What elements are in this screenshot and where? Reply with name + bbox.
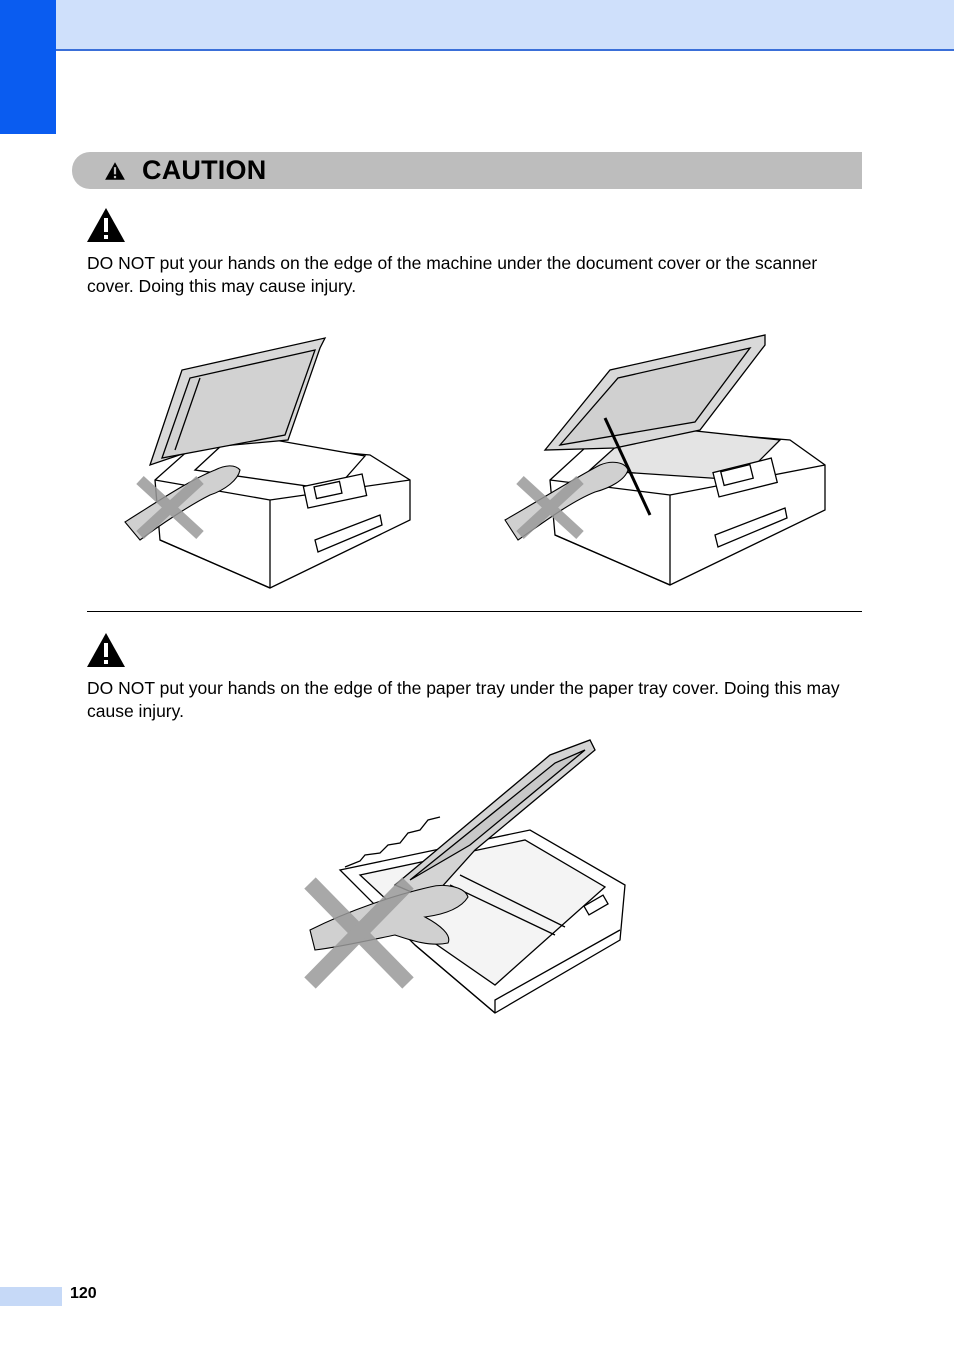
header-band [0, 0, 954, 51]
warning-text-scanner: DO NOT put your hands on the edge of the… [87, 253, 818, 296]
warning-text-paper-tray: DO NOT put your hands on the edge of the… [87, 678, 840, 721]
caution-banner: CAUTION [72, 152, 862, 189]
illustration-document-cover-open [124, 337, 411, 589]
section-divider [87, 611, 862, 612]
illustration-scanner-cover-open [504, 334, 826, 586]
page-number: 120 [70, 1285, 97, 1302]
illustration-paper-tray-cover [304, 739, 626, 1014]
chapter-tab [0, 0, 56, 134]
warning-triangle-icon [105, 161, 125, 180]
caution-title: CAUTION [142, 155, 267, 185]
warning-triangle-icon [87, 208, 125, 242]
page-number-tab [0, 1287, 62, 1306]
warning-triangle-icon [87, 633, 125, 667]
